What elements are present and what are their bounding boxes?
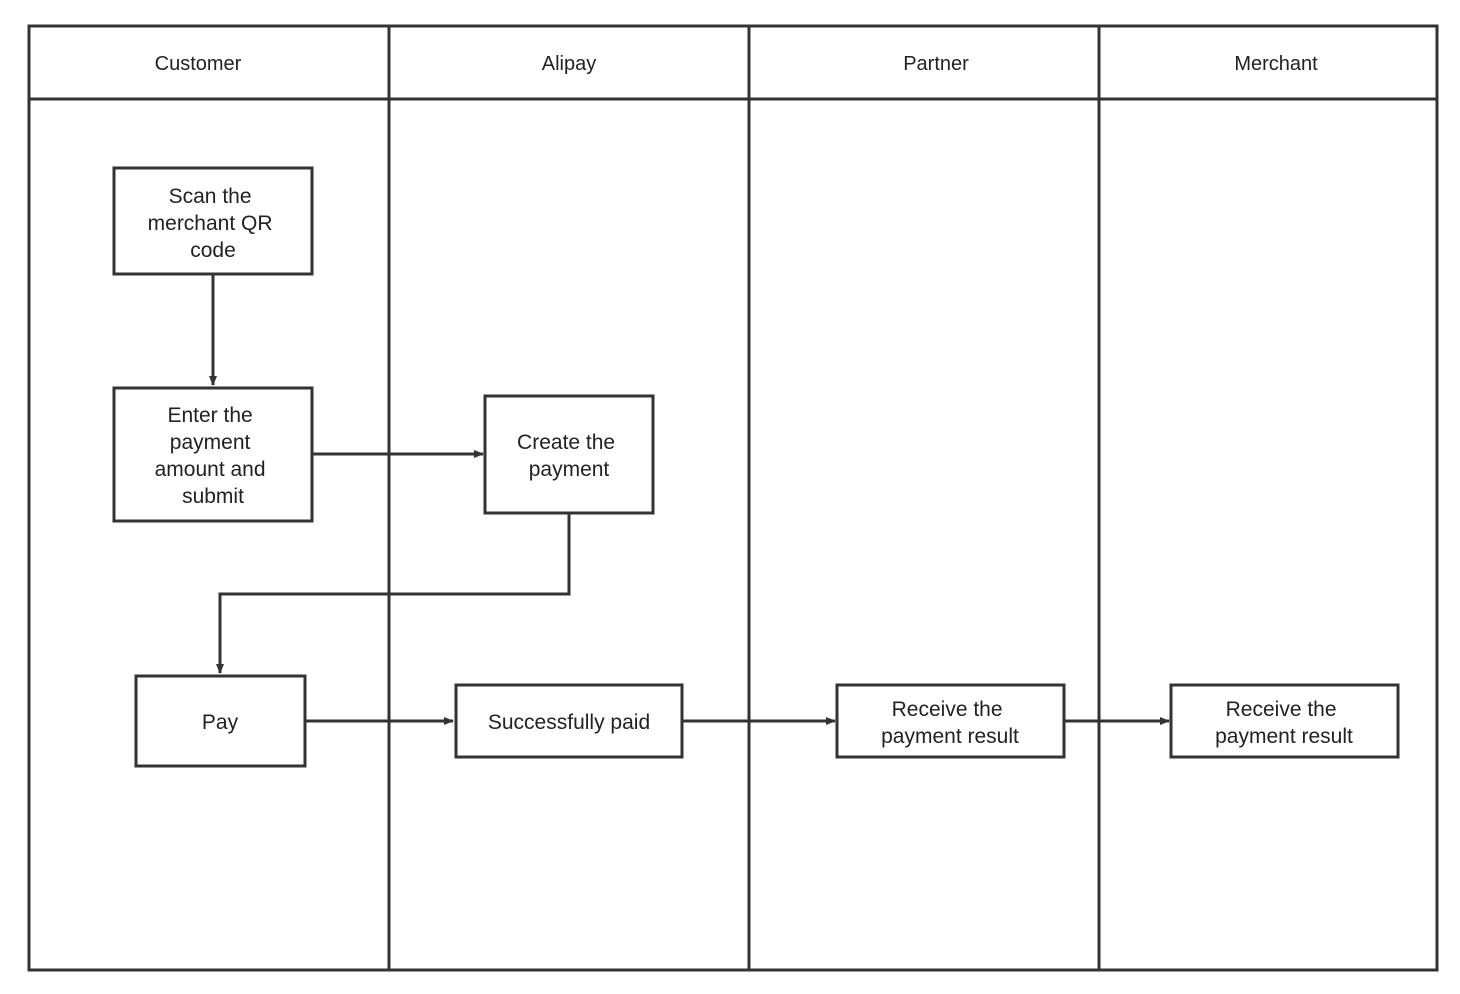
node-enter-line: submit [182, 485, 244, 508]
node-partner-receive-result: Receive the payment result [835, 683, 1066, 759]
node-create-line: Create the [517, 431, 615, 454]
node-pay: Pay [134, 674, 307, 768]
node-merchant-line: payment result [1215, 725, 1353, 748]
node-enter-line: Enter the [167, 404, 252, 427]
svg-text:Receive the payment resu: Receive the payment result [881, 698, 1019, 748]
node-create-line: payment [529, 458, 610, 481]
svg-text:Scan the merchant QR: Scan the merchant QR code [148, 185, 279, 262]
node-scan-line: Scan the [169, 185, 252, 208]
node-merchant-line: Receive the [1226, 698, 1337, 721]
lane-header-alipay: Alipay [542, 53, 596, 75]
node-enter-line: amount and [155, 458, 266, 481]
svg-text:Create the payment: Create the payment [517, 431, 621, 481]
svg-text:Enter the payment: Enter the payment amount and submit [155, 404, 272, 508]
node-scan-line: code [190, 239, 236, 262]
svg-text:Successfully paid: Successfully paid [488, 711, 650, 734]
svg-text:Receive the payment resu: Receive the payment result [1215, 698, 1353, 748]
node-successfully-paid: Successfully paid [454, 683, 684, 759]
node-create-payment: Create the payment [483, 394, 655, 515]
lane-header-merchant: Merchant [1234, 53, 1318, 75]
node-enter-amount: Enter the payment amount and submit [112, 386, 314, 523]
edge-create-to-pay [216, 514, 571, 674]
node-scan-qr: Scan the merchant QR code [112, 166, 314, 276]
node-merchant-receive-result: Receive the payment result [1169, 683, 1400, 759]
lane-header-partner: Partner [903, 53, 969, 75]
node-paid-line: Successfully paid [488, 711, 650, 734]
node-partner-line: Receive the [892, 698, 1003, 721]
lane-header-customer: Customer [155, 53, 242, 75]
node-scan-line: merchant QR [148, 212, 273, 235]
node-partner-line: payment result [881, 725, 1019, 748]
node-pay-line: Pay [202, 711, 239, 734]
svg-text:Pay: Pay [202, 711, 239, 734]
node-enter-line: payment [170, 431, 251, 454]
